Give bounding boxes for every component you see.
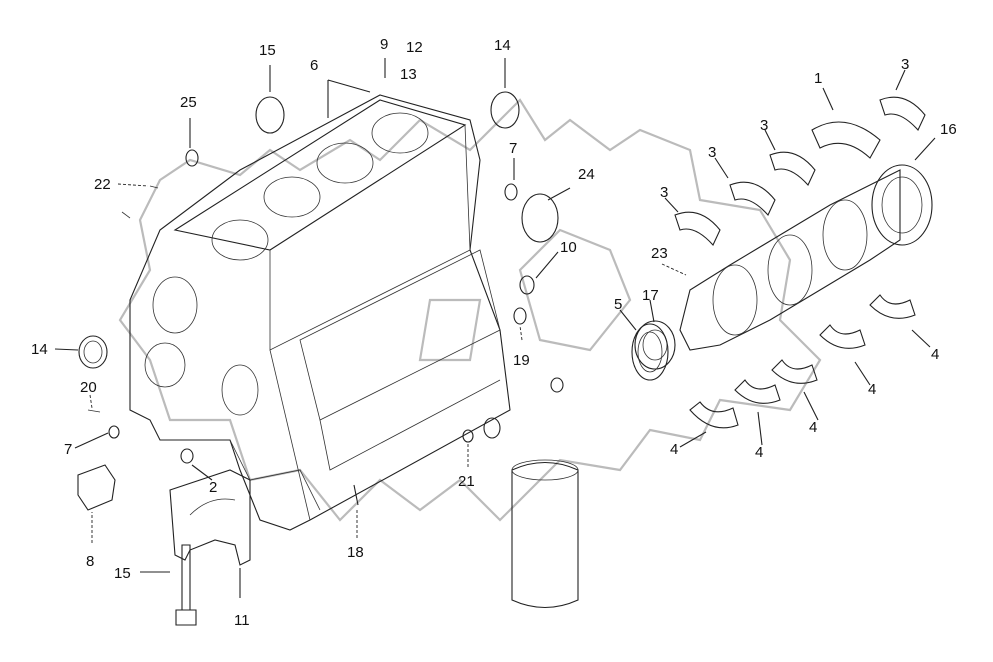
leader-lines [54,58,936,598]
upper-bearing-shells [674,96,926,246]
callout-4c: 4 [809,419,818,436]
plug-24 [521,193,559,243]
plug-25 [185,149,199,167]
callout-15a: 15 [259,42,276,59]
callout-7b: 7 [64,441,73,458]
plug-7-left [108,425,120,439]
callout-2: 2 [209,479,218,496]
callout-4a: 4 [931,346,940,363]
callout-22: 22 [94,176,111,193]
plug-10 [519,275,535,295]
callout-8: 8 [86,553,95,570]
callout-4b: 4 [868,381,877,398]
callout-9: 9 [380,36,389,53]
callout-4e: 4 [670,441,679,458]
callout-11: 11 [234,612,250,629]
callout-3b: 3 [760,117,769,134]
callout-18: 18 [347,544,364,561]
callout-12: 12 [406,39,423,56]
watermark-gear [118,98,822,522]
callout-20: 20 [80,379,97,396]
seal-14-left [78,335,108,369]
callout-14a: 14 [494,37,511,54]
callout-5: 5 [614,296,623,313]
callout-10: 10 [560,239,577,256]
plug-7-right [504,183,518,201]
crankshaft [634,164,933,370]
callout-21: 21 [458,473,475,490]
callout-3c: 3 [708,144,717,161]
seal-8 [77,464,116,511]
callout-4d: 4 [755,444,764,461]
callout-17: 17 [642,287,659,304]
callout-7a: 7 [509,140,518,157]
cylinder-block [129,94,511,531]
callout-16: 16 [940,121,957,138]
callout-24: 24 [578,166,595,183]
plug-19 [513,307,527,325]
crank-gear [631,323,669,381]
plug-14-top [490,91,520,129]
callout-3a: 3 [901,56,910,73]
callout-1: 1 [814,70,823,87]
callout-3d: 3 [660,184,669,201]
cylinder-liner [511,462,579,608]
cap-bolt [175,544,197,626]
callout-23: 23 [651,245,668,262]
plug-15-top [255,96,285,134]
callout-19: 19 [513,352,530,369]
callout-6: 6 [310,57,319,74]
callout-14b: 14 [31,341,48,358]
lower-bearing-shells [689,294,916,429]
callout-15b: 15 [114,565,131,582]
callout-13: 13 [400,66,417,83]
callout-25: 25 [180,94,197,111]
